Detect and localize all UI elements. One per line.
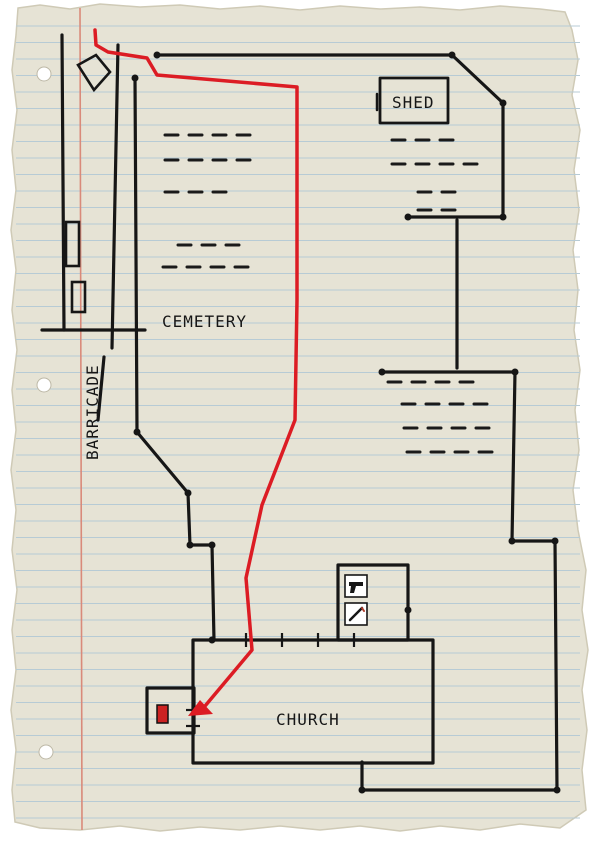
shed-label: SHED — [392, 93, 435, 112]
church-label: CHURCH — [276, 710, 340, 729]
route-path — [93, 28, 299, 714]
cemetery-label: CEMETERY — [162, 312, 247, 331]
crowbar-icon[interactable] — [344, 602, 368, 626]
barricade-car — [76, 53, 112, 93]
route-arrowhead — [188, 700, 213, 716]
road-line — [96, 355, 106, 422]
barricade-block — [70, 280, 87, 314]
cemetery-fence — [133, 76, 216, 642]
objective-marker[interactable] — [156, 704, 169, 724]
pistol-icon[interactable] — [344, 574, 368, 598]
road-line — [110, 43, 120, 350]
fence-posts — [131, 51, 561, 794]
barricade-blocks — [64, 53, 112, 314]
barricade-label: BARRICADE — [83, 364, 102, 460]
shed-building — [378, 76, 450, 125]
margin-line — [79, 7, 83, 831]
road-line — [60, 33, 66, 332]
barricade-block — [64, 220, 81, 268]
binder-hole — [38, 744, 54, 760]
binder-hole — [36, 66, 52, 82]
binder-hole — [36, 377, 52, 393]
grave-markers — [161, 133, 494, 454]
church-annex — [336, 563, 410, 642]
